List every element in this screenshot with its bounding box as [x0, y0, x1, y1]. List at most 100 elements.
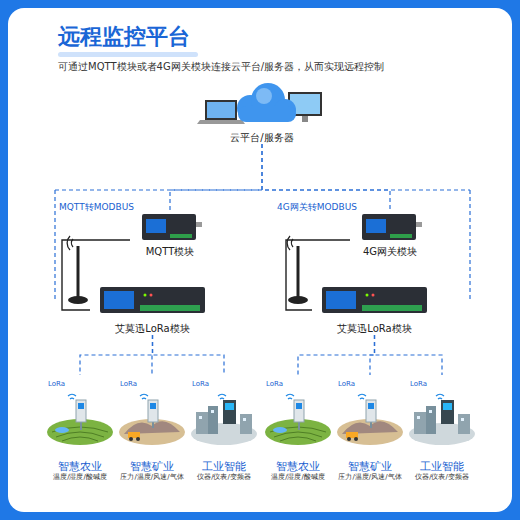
node-label: 智慧矿业 [348, 460, 392, 473]
network-link [375, 335, 443, 375]
lora-tag: LoRa [337, 380, 356, 388]
scene-box: 工业智能仪器/仪表/变频器 [190, 375, 258, 482]
laptop-screen [207, 102, 235, 118]
scene-box: 智慧农业温度/湿度/酸碱度 [46, 375, 114, 482]
led [150, 294, 153, 297]
node-label: MQTT模块 [146, 246, 195, 258]
lora-tag: LoRa [47, 380, 66, 388]
device-body [142, 214, 196, 240]
cable-line [286, 240, 350, 310]
dashed-frame [55, 190, 470, 300]
node-label: 艾莫迅LoRa模块 [337, 323, 411, 335]
device-label [366, 219, 386, 233]
farm-scene [265, 394, 331, 445]
node-label: 工业智能 [420, 460, 464, 473]
node-sublabel: 温度/湿度/酸碱度 [271, 473, 325, 482]
module-box: MQTT模块 [130, 210, 210, 258]
network-link [80, 335, 153, 375]
lora-tag: LoRa [191, 380, 210, 388]
module-box: 艾莫迅LoRa模块 [90, 283, 215, 335]
node-sublabel: 压力/温度/风速/气体 [120, 473, 183, 482]
network-link [170, 144, 262, 210]
terminal-block [390, 234, 412, 238]
node-sublabel: 仪器/仪表/变频器 [197, 473, 251, 482]
signal-waves [287, 236, 293, 250]
device-body [362, 214, 416, 240]
terminal-block [362, 305, 422, 311]
device-label [326, 291, 356, 309]
lora-device [322, 287, 427, 313]
protocol-label: MQTT转MODBUS [58, 202, 135, 213]
node-label: 智慧农业 [276, 460, 320, 473]
cable-line [62, 240, 130, 310]
lora-tag: LoRa [119, 380, 138, 388]
cloud-icon [197, 83, 322, 124]
protocol-label: 4G网关转MODBUS [276, 202, 358, 213]
node-label: 艾莫迅LoRa模块 [115, 323, 189, 335]
device-label [146, 219, 166, 233]
scene-box: 智慧农业温度/湿度/酸碱度 [264, 375, 332, 482]
antenna-rod [77, 246, 80, 298]
node-label: 云平台/服务器 [230, 132, 293, 144]
factory-scene [191, 394, 257, 445]
bus-line [54, 190, 55, 300]
4g-device [362, 214, 422, 240]
led [144, 294, 147, 297]
cloud-shape [238, 106, 296, 122]
device-body [100, 287, 205, 313]
antenna-base [68, 296, 88, 304]
node-label: 4G网关模块 [363, 246, 417, 258]
led [366, 294, 369, 297]
scene-box: 智慧矿业压力/温度/风速/气体 [117, 375, 186, 482]
inner-panel [8, 8, 512, 512]
antenna-base [288, 296, 308, 304]
device-label [104, 291, 134, 309]
terminal-block [170, 234, 192, 238]
led [372, 294, 375, 297]
node-sublabel: 仪器/仪表/变频器 [415, 473, 469, 482]
module-box: 4G网关模块 [350, 210, 430, 258]
antenna [67, 236, 88, 304]
title-underline [58, 52, 198, 57]
network-link [151, 335, 153, 375]
antenna-rod [297, 246, 300, 298]
node-label: 智慧矿业 [130, 460, 174, 473]
monitor-stand [302, 116, 308, 122]
page-title: 远程监控平台 [58, 24, 190, 50]
cloud-server: 云平台/服务器 [198, 84, 326, 144]
mine-scene [119, 394, 185, 445]
signal-waves [67, 236, 73, 250]
node-label: 智慧农业 [58, 460, 102, 473]
network-link [262, 144, 390, 210]
antenna [287, 236, 308, 304]
mine-scene [337, 394, 403, 445]
lora-tag: LoRa [265, 380, 284, 388]
farm-scene [47, 394, 113, 445]
scene-box: 智慧矿业压力/温度/风速/气体 [335, 375, 404, 482]
laptop-base [197, 120, 245, 124]
network-link [298, 335, 375, 375]
lora-tag: LoRa [409, 380, 428, 388]
node-sublabel: 温度/湿度/酸碱度 [53, 473, 107, 482]
antenna-port [196, 222, 202, 227]
mqtt-device [142, 214, 202, 240]
laptop [205, 100, 237, 120]
page-subtitle: 可通过MQTT模块或者4G网关模块连接云平台/服务器，从而实现远程控制 [58, 61, 384, 73]
network-link [153, 335, 225, 375]
terminal-block [140, 305, 200, 311]
node-label: 工业智能 [202, 460, 246, 473]
cloud-highlight [256, 88, 272, 104]
scene-box: 工业智能仪器/仪表/变频器 [408, 375, 476, 482]
factory-scene [409, 394, 475, 445]
antenna-port [416, 222, 422, 227]
lora-device [100, 287, 205, 313]
bus-line [469, 190, 470, 300]
device-body [322, 287, 427, 313]
network-link [370, 335, 375, 375]
module-box: 艾莫迅LoRa模块 [312, 283, 437, 335]
